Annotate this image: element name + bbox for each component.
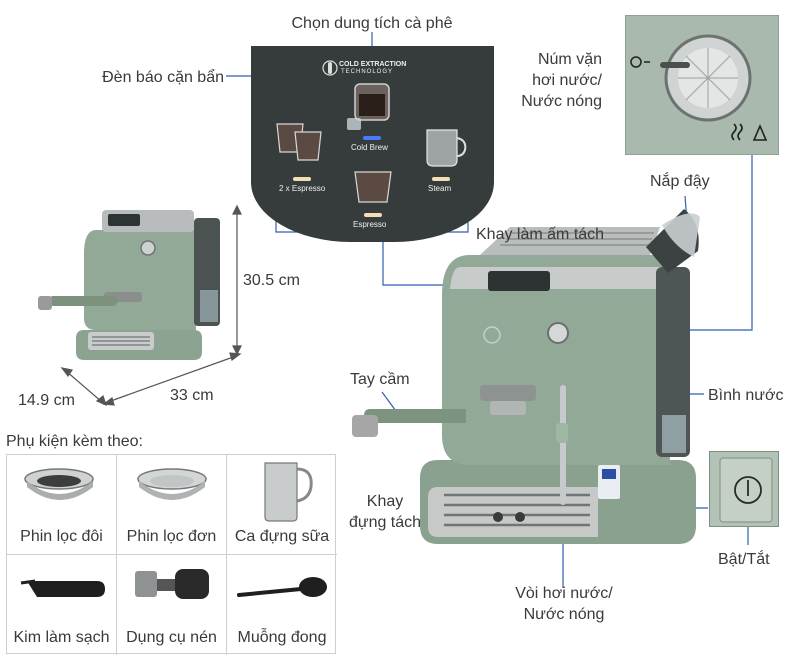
panel-cold-brew-label: Cold Brew (351, 143, 388, 152)
label-descale-light: Đèn báo cặn bẩn (102, 69, 224, 86)
label-cup-warmer: Khay làm ấm tách (476, 226, 605, 243)
accessory-name: Phin lọc đôi (20, 528, 103, 545)
label-water-tank: Bình nước (708, 387, 784, 404)
cleaning-needle-icon (20, 579, 105, 597)
accessory-name: Phin lọc đơn (126, 528, 217, 545)
panel-brand-line2: TECHNOLOGY (341, 69, 394, 75)
dimension-width: 33 cm (170, 387, 214, 404)
accessory-milk-jug: Ca đựng sữa (227, 455, 337, 555)
espresso-2x-led (293, 177, 311, 181)
steam-knob-inset (625, 15, 779, 155)
accessory-tamper: Dụng cụ nén (117, 555, 227, 655)
machine-dimension-view (38, 210, 220, 360)
accessories-title: Phụ kiện kèm theo: (6, 433, 143, 450)
accessories-grid: Phin lọc đôi Phin lọc đơn Ca đựng sữa Ki… (6, 454, 337, 655)
panel-2x-espresso-label: 2 x Espresso (279, 184, 326, 193)
control-panel-closeup: COLD EXTRACTION TECHNOLOGY Cold Brew 2 x… (251, 46, 494, 242)
accessory-cleaning-needle: Kim làm sạch (7, 555, 117, 655)
accessory-measuring-spoon: Muỗng đong (227, 555, 337, 655)
double-filter-icon (24, 468, 94, 500)
panel-brand-line1: COLD EXTRACTION (339, 61, 407, 68)
measuring-spoon-icon (237, 577, 327, 597)
accessory-double-filter: Phin lọc đôi (7, 455, 117, 555)
accessory-name: Muỗng đong (237, 629, 327, 646)
accessory-name: Kim làm sạch (13, 629, 110, 646)
power-button-inset (709, 451, 779, 527)
label-steam-wand: Vòi hơi nước/ Nước nóng (515, 585, 613, 623)
label-lid: Nắp đậy (650, 173, 710, 190)
espresso-led (364, 213, 382, 217)
accessory-single-filter: Phin lọc đơn (117, 455, 227, 555)
label-steam-knob: Núm vặn hơi nước/ Nước nóng (521, 51, 602, 110)
steam-led (432, 177, 450, 181)
single-filter-icon (137, 468, 207, 500)
accessory-name: Dụng cụ nén (126, 629, 217, 646)
machine-main-view (352, 209, 700, 544)
label-handle: Tay cầm (350, 371, 410, 388)
label-power: Bật/Tắt (718, 551, 770, 568)
panel-steam-label: Steam (428, 184, 452, 193)
dimension-height: 30.5 cm (243, 272, 300, 289)
label-coffee-volume: Chọn dung tích cà phê (291, 15, 453, 32)
accessory-name: Ca đựng sữa (234, 528, 330, 545)
steam-water-icon (731, 123, 768, 141)
dimension-depth: 14.9 cm (18, 392, 75, 409)
label-cup-tray: Khay đựng tách (348, 493, 422, 531)
milk-jug-icon (264, 462, 313, 522)
tamper-icon (135, 569, 209, 599)
panel-espresso-label: Espresso (353, 220, 387, 229)
